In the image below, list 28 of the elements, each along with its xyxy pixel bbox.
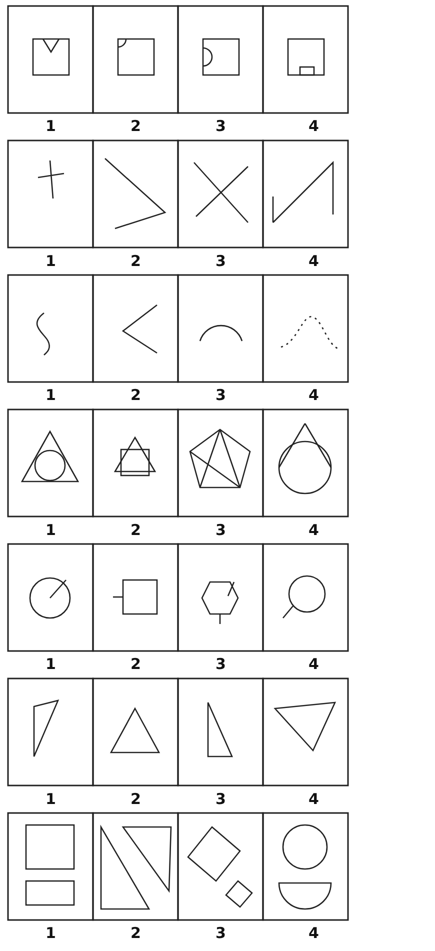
item-number: 1 bbox=[46, 656, 56, 672]
item-number: 1 bbox=[46, 522, 56, 538]
item-number: 3 bbox=[216, 387, 226, 403]
item-number: 4 bbox=[308, 387, 319, 403]
item-number: 1 bbox=[46, 387, 56, 403]
item-number: 2 bbox=[130, 790, 141, 806]
item-number: 2 bbox=[130, 522, 141, 538]
item-number: 4 bbox=[308, 252, 319, 268]
item-number: 3 bbox=[216, 522, 226, 538]
item-number: 1 bbox=[46, 790, 56, 806]
item-number: 4 bbox=[308, 925, 319, 941]
item-number: 3 bbox=[216, 656, 226, 672]
item-number: 1 bbox=[46, 118, 56, 134]
item-number: 4 bbox=[308, 522, 319, 538]
item-number: 3 bbox=[216, 118, 226, 134]
item-number: 4 bbox=[308, 656, 319, 672]
item-number: 3 bbox=[216, 925, 226, 941]
item-number: 2 bbox=[130, 387, 141, 403]
item-number: 2 bbox=[130, 252, 141, 268]
item-number: 2 bbox=[130, 656, 141, 672]
item-number: 3 bbox=[216, 790, 226, 806]
item-number: 2 bbox=[130, 925, 141, 941]
item-number: 1 bbox=[46, 925, 56, 941]
item-number: 1 bbox=[46, 252, 56, 268]
item-number: 2 bbox=[130, 118, 141, 134]
item-number: 4 bbox=[308, 118, 319, 134]
item-number: 4 bbox=[308, 790, 319, 806]
item-number: 3 bbox=[216, 252, 226, 268]
